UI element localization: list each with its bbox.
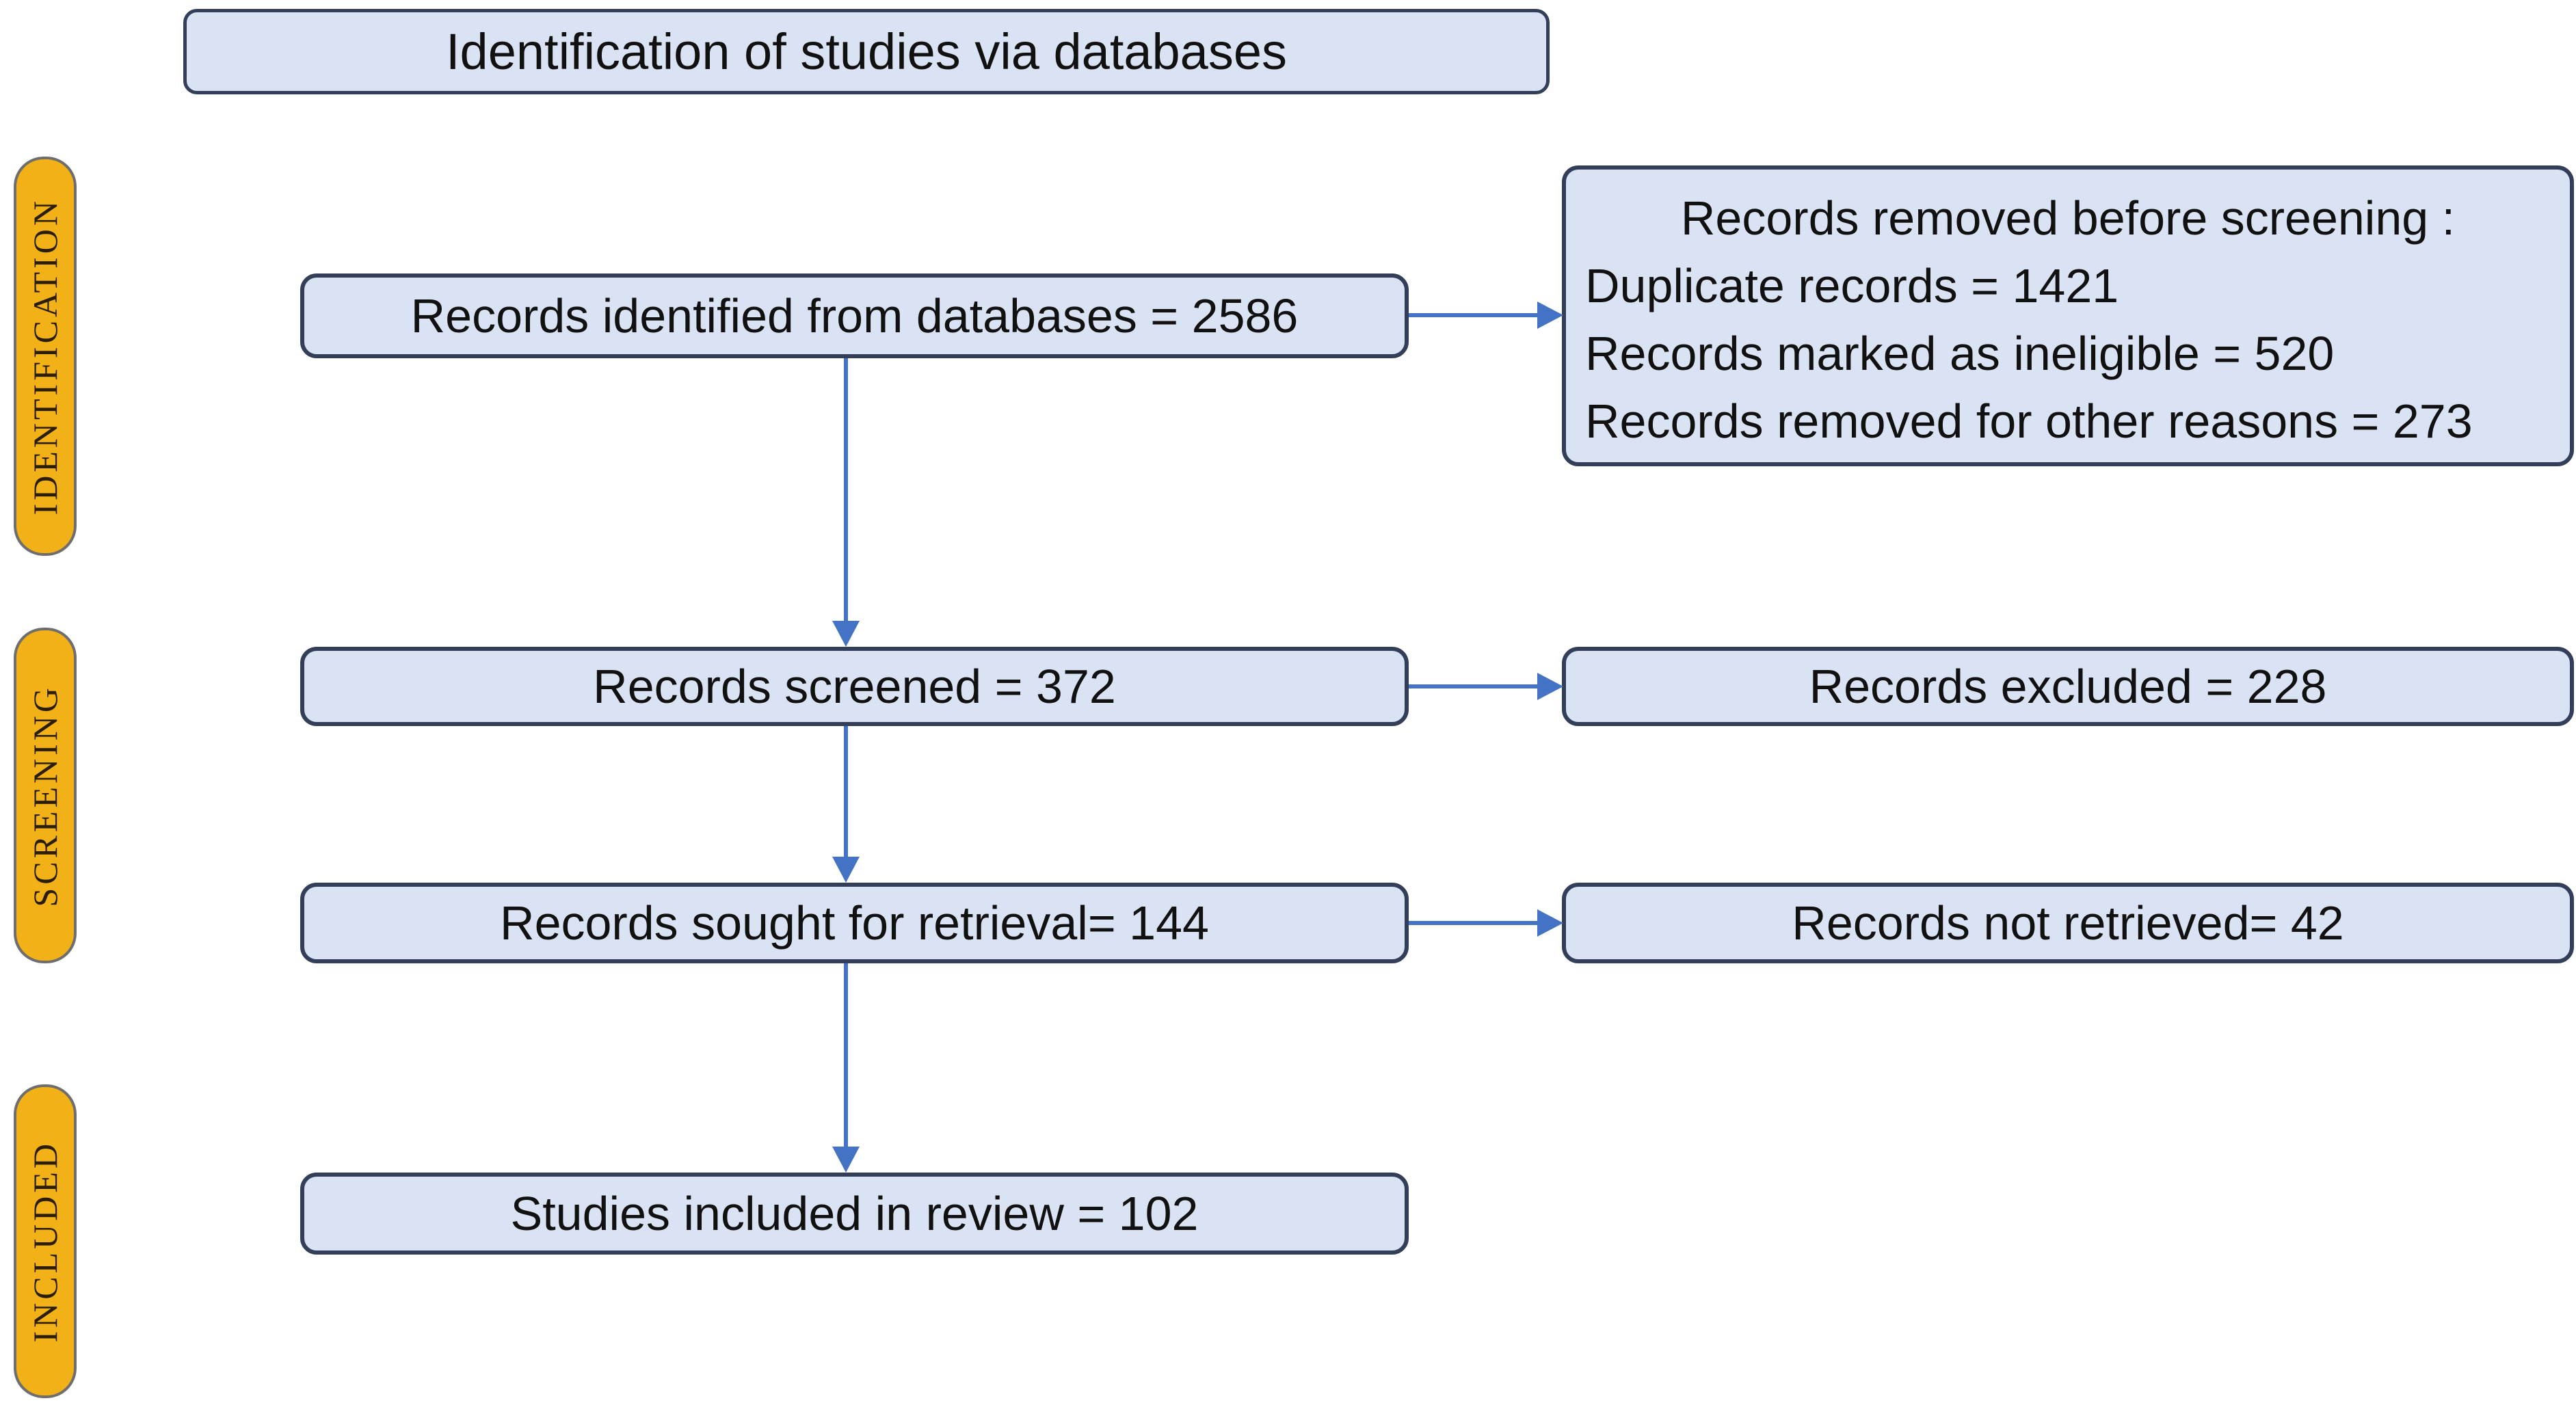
title-box: Identification of studies via databases — [183, 9, 1550, 94]
box-records-excluded: Records excluded = 228 — [1562, 647, 2574, 726]
stage-label-identification: IDENTIFICATION — [14, 157, 77, 556]
box-records-removed: Records removed before screening : Dupli… — [1562, 165, 2574, 466]
arrow-down-screened-to-sought-line — [844, 726, 848, 858]
box-records-excluded-text: Records excluded = 228 — [1809, 659, 2327, 713]
arrowhead-right-2-icon — [1537, 673, 1563, 700]
removed-line-duplicates: Duplicate records = 1421 — [1585, 259, 2119, 312]
removed-line-other-reasons: Records removed for other reasons = 273 — [1585, 394, 2473, 448]
arrowhead-down-2-icon — [832, 857, 860, 883]
stage-label-included: INCLUDED — [14, 1084, 77, 1398]
box-records-not-retrieved-text: Records not retrieved= 42 — [1792, 896, 2344, 950]
box-records-sought-retrieval: Records sought for retrieval= 144 — [300, 883, 1409, 963]
stage-label-screening-text: SCREENING — [26, 684, 64, 907]
arrow-right-identified-to-removed-line — [1409, 313, 1539, 317]
box-records-screened: Records screened = 372 — [300, 647, 1409, 726]
removed-line-heading: Records removed before screening : — [1680, 191, 2456, 245]
stage-label-identification-text: IDENTIFICATION — [26, 197, 64, 516]
arrow-right-sought-to-notretrieved-line — [1409, 921, 1539, 925]
stage-label-included-text: INCLUDED — [26, 1140, 64, 1343]
arrow-down-identified-to-screened-line — [844, 358, 848, 622]
removed-line-ineligible: Records marked as ineligible = 520 — [1585, 327, 2335, 380]
box-studies-included-text: Studies included in review = 102 — [510, 1186, 1199, 1240]
box-records-identified-text: Records identified from databases = 2586 — [410, 289, 1299, 343]
box-records-not-retrieved: Records not retrieved= 42 — [1562, 883, 2574, 963]
arrowhead-right-1-icon — [1537, 302, 1563, 329]
arrowhead-down-1-icon — [832, 621, 860, 647]
box-records-identified: Records identified from databases = 2586 — [300, 273, 1409, 358]
arrowhead-down-3-icon — [832, 1147, 860, 1173]
arrowhead-right-3-icon — [1537, 909, 1563, 937]
box-studies-included: Studies included in review = 102 — [300, 1173, 1409, 1255]
diagram-title: Identification of studies via databases — [446, 23, 1287, 80]
box-records-screened-text: Records screened = 372 — [593, 659, 1116, 713]
stage-label-screening: SCREENING — [14, 628, 77, 963]
arrow-right-screened-to-excluded-line — [1409, 684, 1539, 688]
arrow-down-sought-to-included-line — [844, 963, 848, 1148]
box-records-sought-retrieval-text: Records sought for retrieval= 144 — [500, 896, 1209, 950]
